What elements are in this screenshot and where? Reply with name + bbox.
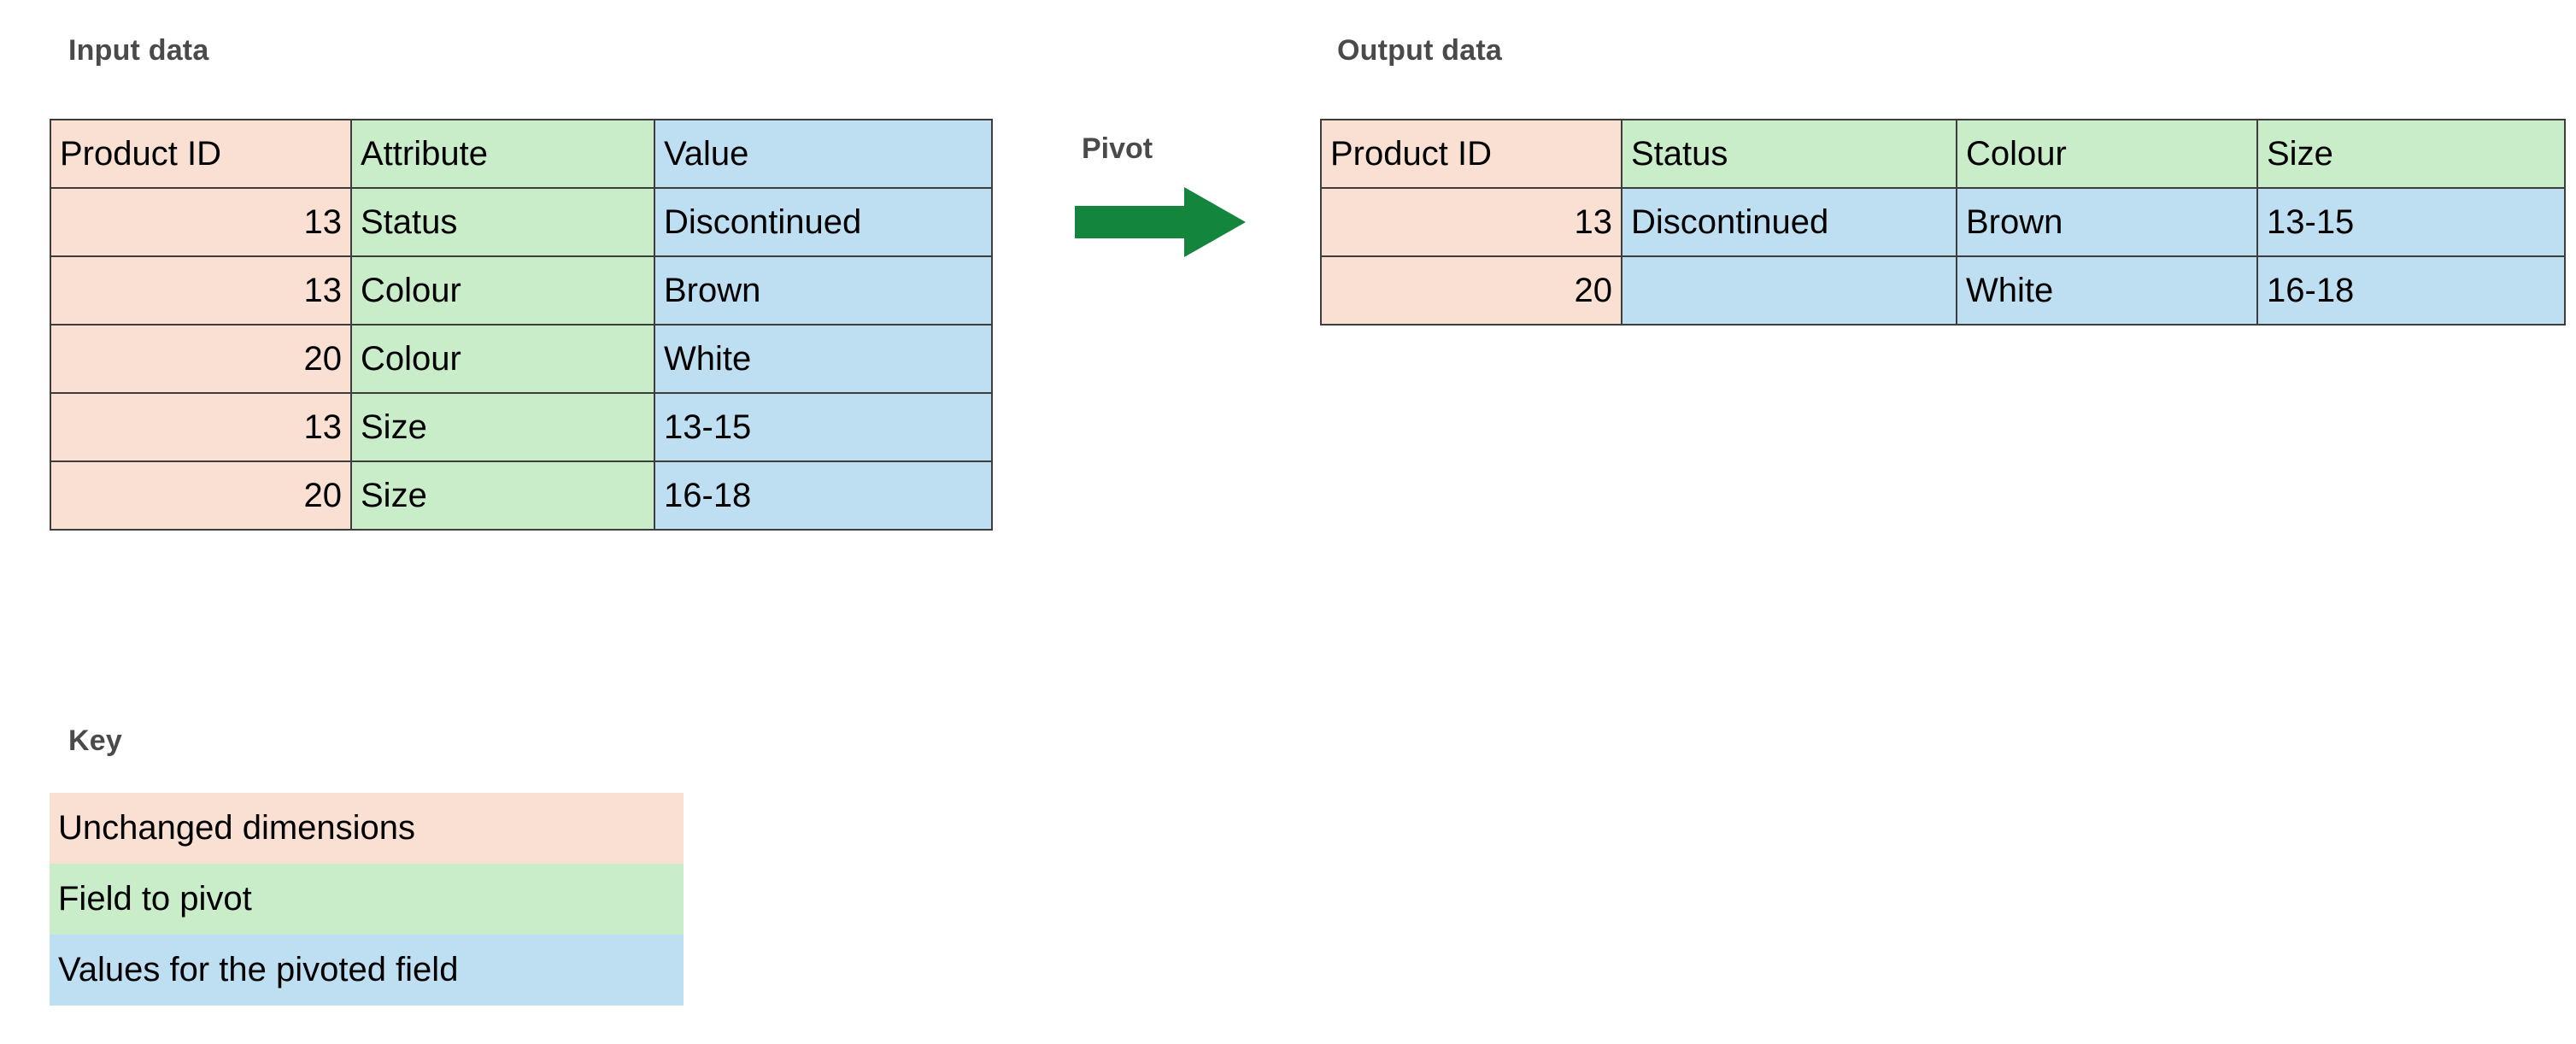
pivot-transform-indicator: Pivot (1075, 132, 1271, 269)
table-header-row: Product ID Status Colour Size (1320, 119, 2566, 189)
table-row: 20 Colour White (50, 324, 993, 394)
input-cell-attribute: Size (350, 460, 655, 531)
input-cell-product-id: 13 (50, 392, 352, 462)
output-cell-size: 16-18 (2256, 255, 2566, 326)
key-item-label: Unchanged dimensions (58, 809, 416, 847)
key-item-label: Values for the pivoted field (58, 951, 459, 988)
key-item-field-to-pivot: Field to pivot (50, 864, 684, 935)
input-header-value: Value (654, 119, 993, 189)
input-cell-value: White (654, 324, 993, 394)
key-item-label: Field to pivot (58, 880, 252, 918)
output-cell-size: 13-15 (2256, 187, 2566, 257)
output-data-table: Product ID Status Colour Size 13 Discont… (1320, 119, 2566, 326)
output-header-size: Size (2256, 119, 2566, 189)
table-header-row: Product ID Attribute Value (50, 119, 993, 189)
input-cell-product-id: 20 (50, 460, 352, 531)
table-row: 13 Status Discontinued (50, 187, 993, 257)
key-item-unchanged-dimensions: Unchanged dimensions (50, 793, 684, 864)
output-header-status: Status (1621, 119, 1957, 189)
key-legend: Unchanged dimensions Field to pivot Valu… (50, 793, 684, 1006)
input-cell-value: 16-18 (654, 460, 993, 531)
pivot-label: Pivot (1082, 132, 1153, 165)
input-data-table: Product ID Attribute Value 13 Status Dis… (50, 119, 993, 531)
input-data-title: Input data (68, 34, 209, 67)
output-cell-colour: White (1956, 255, 2258, 326)
output-cell-status (1621, 255, 1957, 326)
input-header-attribute: Attribute (350, 119, 655, 189)
input-cell-product-id: 13 (50, 187, 352, 257)
input-cell-value: Brown (654, 255, 993, 326)
input-cell-value: Discontinued (654, 187, 993, 257)
table-row: 13 Size 13-15 (50, 392, 993, 462)
table-row: 20 Size 16-18 (50, 460, 993, 531)
input-cell-attribute: Colour (350, 324, 655, 394)
output-header-colour: Colour (1956, 119, 2258, 189)
output-cell-colour: Brown (1956, 187, 2258, 257)
input-cell-value: 13-15 (654, 392, 993, 462)
output-cell-product-id: 20 (1320, 255, 1622, 326)
input-header-product-id: Product ID (50, 119, 352, 189)
table-row: 13 Colour Brown (50, 255, 993, 326)
output-data-title: Output data (1337, 34, 1502, 67)
arrow-right-icon (1075, 187, 1246, 261)
output-header-product-id: Product ID (1320, 119, 1622, 189)
key-title: Key (68, 724, 122, 757)
table-row: 20 White 16-18 (1320, 255, 2566, 326)
input-cell-product-id: 13 (50, 255, 352, 326)
input-cell-product-id: 20 (50, 324, 352, 394)
output-cell-status: Discontinued (1621, 187, 1957, 257)
key-item-values-for-pivoted-field: Values for the pivoted field (50, 935, 684, 1006)
input-cell-attribute: Status (350, 187, 655, 257)
input-cell-attribute: Size (350, 392, 655, 462)
output-cell-product-id: 13 (1320, 187, 1622, 257)
table-row: 13 Discontinued Brown 13-15 (1320, 187, 2566, 257)
input-cell-attribute: Colour (350, 255, 655, 326)
